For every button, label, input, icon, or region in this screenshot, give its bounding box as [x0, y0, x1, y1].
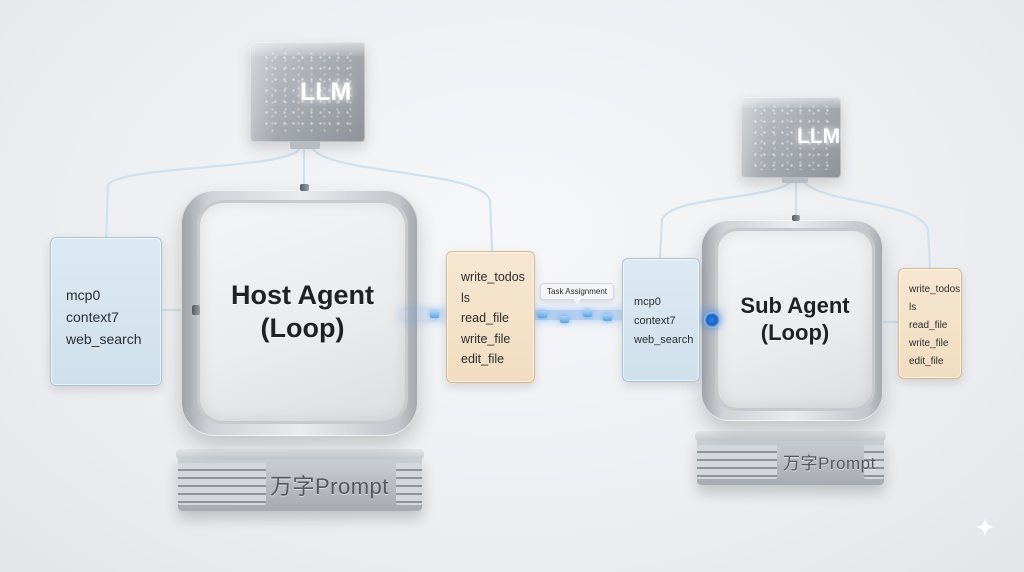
stand-top [176, 449, 424, 459]
tool-item: write_file [461, 331, 511, 346]
wire-sub-llm-left-panel [658, 178, 794, 260]
tool-item: mcp0 [66, 287, 101, 303]
tool-item: ls [909, 302, 917, 313]
sub-llm-label: LLM [797, 125, 841, 148]
host-left-port [192, 305, 200, 315]
sub-builtin-tools-panel: write_todos ls read_file write_file edit… [898, 268, 962, 379]
tool-item: context7 [634, 315, 676, 327]
task-assignment-tooltip: Task Assignment [540, 283, 615, 304]
stand-ribs-left [178, 463, 266, 505]
task-packet [560, 316, 569, 323]
task-packet [430, 311, 439, 318]
cube-side-face [250, 42, 276, 142]
host-agent-title: Host Agent (Loop) [231, 279, 374, 345]
tool-item: context7 [66, 309, 119, 325]
host-agent-frame: Host Agent (Loop) [181, 190, 418, 436]
sub-agent-title-line2: (Loop) [760, 319, 830, 345]
cube-particles [751, 105, 831, 170]
task-assignment-beam [400, 310, 720, 320]
stand-ribs-right [396, 463, 422, 505]
sub-prompt-stand: 万字Prompt [695, 431, 886, 485]
wire-host-llm-left-panel [104, 146, 302, 242]
tool-item: edit_file [909, 356, 944, 367]
task-packet [538, 311, 547, 318]
task-packet [603, 314, 612, 321]
tool-item: write_todos [909, 284, 961, 295]
sub-llm-cube: LLM [741, 97, 841, 178]
host-agent-screen: Host Agent (Loop) [197, 200, 408, 424]
cube-side-face [741, 97, 763, 178]
tool-item: web_search [66, 331, 142, 347]
host-agent-title-line1: Host Agent [231, 280, 374, 311]
tool-item: write_file [909, 338, 949, 349]
sparkle-icon [975, 517, 995, 537]
cube-particles [261, 52, 354, 132]
sub-agent-title-line1: Sub Agent [740, 292, 850, 318]
host-llm-label: LLM [300, 78, 352, 106]
sub-llm-connector [782, 177, 808, 183]
host-builtin-tools-panel: write_todos ls read_file write_file edit… [446, 251, 535, 383]
stand-top [695, 431, 886, 441]
sub-mcp-tools-panel: mcp0 context7 web_search [622, 258, 700, 382]
host-prompt-stand: 万字Prompt [176, 449, 424, 511]
sub-agent-frame: Sub Agent (Loop) [701, 220, 883, 421]
wire-sub-llm-right-panel [800, 178, 932, 270]
task-packet [583, 310, 592, 317]
host-stand-label: 万字Prompt [270, 474, 389, 499]
sub-stand-label: 万字Prompt [783, 454, 876, 473]
wire-host-llm-right-panel [310, 146, 494, 252]
tool-item: web_search [634, 334, 694, 346]
host-llm-connector [290, 141, 320, 149]
sub-top-port [792, 215, 800, 221]
tool-item: read_file [461, 311, 509, 325]
sub-agent-title: Sub Agent (Loop) [740, 293, 849, 347]
stand-ribs-left [697, 445, 777, 479]
sub-agent-screen: Sub Agent (Loop) [715, 228, 875, 411]
sub-agent-input-port [704, 312, 720, 328]
host-top-port [300, 184, 309, 191]
host-agent-title-line2: (Loop) [260, 313, 345, 343]
stand-ribs-right [864, 445, 884, 479]
tool-item: write_todos [461, 270, 525, 284]
cube-top-face [741, 97, 841, 109]
host-llm-cube: LLM [250, 42, 365, 142]
tool-item: mcp0 [634, 296, 661, 308]
tool-item: ls [461, 290, 471, 305]
tool-item: edit_file [461, 352, 505, 366]
tool-item: read_file [909, 320, 948, 331]
host-mcp-tools-panel: mcp0 context7 web_search [50, 237, 162, 386]
cube-top-face [250, 42, 365, 56]
